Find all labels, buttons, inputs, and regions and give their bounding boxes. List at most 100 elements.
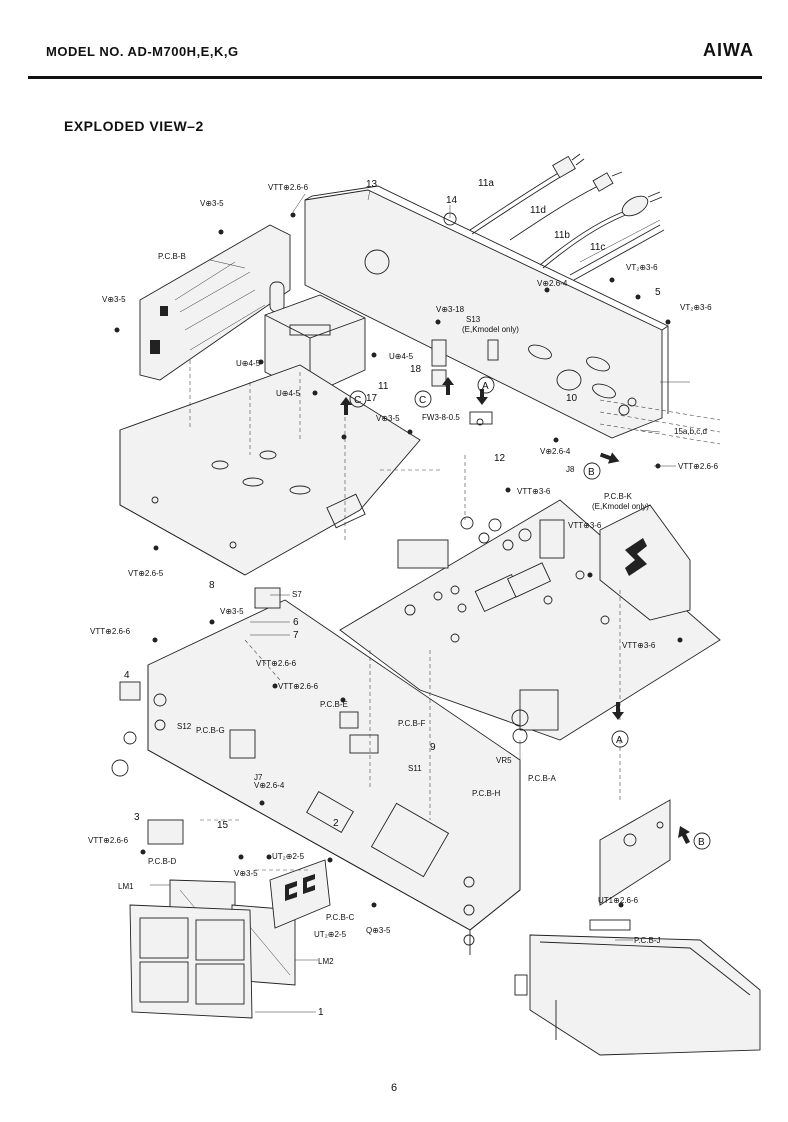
label-v264-b: V⊕2.6-4 [540,447,571,456]
label-pcb-j: P.C.B-J [634,936,661,945]
label-5: 5 [655,287,661,298]
part-labels: 13 14 11a 11d 11b 11c P.C.B-B V⊕3-5 V⊕3-… [88,178,719,1018]
callout-b2: B [698,837,705,848]
label-vtt266-d: VTT⊕2.6-6 [256,659,297,668]
callout-c1: C [419,395,426,406]
label-14: 14 [446,195,458,206]
page-title: EXPLODED VIEW–2 [64,118,204,134]
label-s11: S11 [408,764,422,773]
callout-c2: C [354,395,361,406]
label-s13-note: (E,Kmodel only) [462,325,519,334]
label-v35-d: V⊕3-5 [220,607,244,616]
label-lm1: LM1 [118,882,134,891]
label-vtt266-c: VTT⊕2.6-6 [90,627,131,636]
label-11a: 11a [478,178,494,189]
label-13: 13 [366,179,378,190]
label-4: 4 [124,670,130,681]
callout-a2: A [616,735,623,746]
leader-lines [150,189,721,1013]
label-vr5: VR5 [496,756,512,765]
label-1: 1 [318,1007,324,1018]
main-chassis [147,599,521,955]
label-11: 11 [378,381,389,392]
label-v264-c: V⊕2.6-4 [254,781,285,790]
label-s13: S13 [466,315,481,324]
label-vtt266-r: VTT⊕2.6-6 [678,462,719,471]
label-18: 18 [410,364,422,375]
label-s7: S7 [292,590,302,599]
screws [114,212,683,908]
label-v35-a: V⊕3-5 [200,199,224,208]
label-u45-b: U⊕4-5 [389,352,414,361]
label-15abcd: 15a,b,c,d [674,427,707,436]
label-8: 8 [209,580,215,591]
label-vtt36-b: VTT⊕3-6 [568,521,602,530]
page-number: 6 [390,1082,398,1094]
label-s12: S12 [177,722,192,731]
label-u45-c: U⊕4-5 [276,389,301,398]
label-v35-b: V⊕3-5 [102,295,126,304]
header-rule [28,76,762,79]
label-vtt266-e: VTT⊕2.6-6 [278,682,319,691]
label-12: 12 [494,453,506,464]
label-pcb-k-note: (E,Kmodel only) [592,502,649,511]
callout-b1: B [588,467,595,478]
label-ut225-b: UT₂⊕2-5 [314,930,347,939]
model-number: MODEL NO. AD-M700H,E,K,G [46,44,239,59]
page-header: MODEL NO. AD-M700H,E,K,G AIWA [0,0,788,80]
label-ut1266: UT1⊕2.6-6 [598,896,639,905]
label-pcb-f: P.C.B-F [398,719,426,728]
brand-name: AIWA [703,40,754,60]
label-v35-c: V⊕3-5 [376,414,400,423]
label-pcb-c: P.C.B-C [326,913,355,922]
label-q35: Q⊕3-5 [366,926,391,935]
label-fw: FW3-8-0.5 [422,413,460,422]
label-pcb-h: P.C.B-H [472,789,501,798]
pcb-k-board [599,504,691,621]
label-j7: J7 [254,773,263,782]
power-cords [469,153,665,281]
label-pcb-g: P.C.B-G [196,726,225,735]
label-15: 15 [217,820,229,831]
meter-assembly [129,879,296,1019]
callout-circles [349,376,711,850]
label-11b: 11b [554,230,570,241]
label-2: 2 [333,818,339,829]
label-u45-a: U⊕4-5 [236,359,261,368]
label-vt265: VT⊕2.6-5 [128,569,164,578]
assembly-arrows [340,377,690,844]
small-parts [111,212,493,845]
label-v35-e: V⊕3-5 [234,869,258,878]
label-j8: J8 [566,465,575,474]
label-vtt266-f: VTT⊕2.6-6 [88,836,129,845]
label-vtt266-top: VTT⊕2.6-6 [268,183,309,192]
label-11c: 11c [590,242,605,253]
label-vt236-a: VT₂⊕3-6 [626,263,658,272]
label-vtt36-a: VTT⊕3-6 [517,487,551,496]
label-7: 7 [293,630,299,641]
label-pcb-d: P.C.B-D [148,857,177,866]
label-10: 10 [566,393,578,404]
label-pcb-k: P.C.B-K [604,492,633,501]
label-ut225-a: UT₂⊕2-5 [272,852,305,861]
label-pcb-e: P.C.B-E [320,700,348,709]
pcb-c-board [269,859,331,929]
label-pcb-a: P.C.B-A [528,774,557,783]
label-v264-top: V⊕2.6-4 [537,279,568,288]
label-3: 3 [134,812,140,823]
label-11d: 11d [530,205,546,216]
label-lm2: LM2 [318,957,334,966]
rear-panel [304,185,669,439]
label-17: 17 [366,393,378,404]
side-panel-right [599,799,671,906]
label-6: 6 [293,617,299,628]
pcb-b-board [139,224,291,381]
label-pcb-b: P.C.B-B [158,252,186,261]
label-vt236-b: VT₂⊕3-6 [680,303,712,312]
pcb-j-assembly [514,919,761,1056]
label-vtt36-c: VTT⊕3-6 [622,641,656,650]
label-v318: V⊕3-18 [436,305,465,314]
callout-a1: A [482,381,489,392]
label-9: 9 [430,742,436,753]
